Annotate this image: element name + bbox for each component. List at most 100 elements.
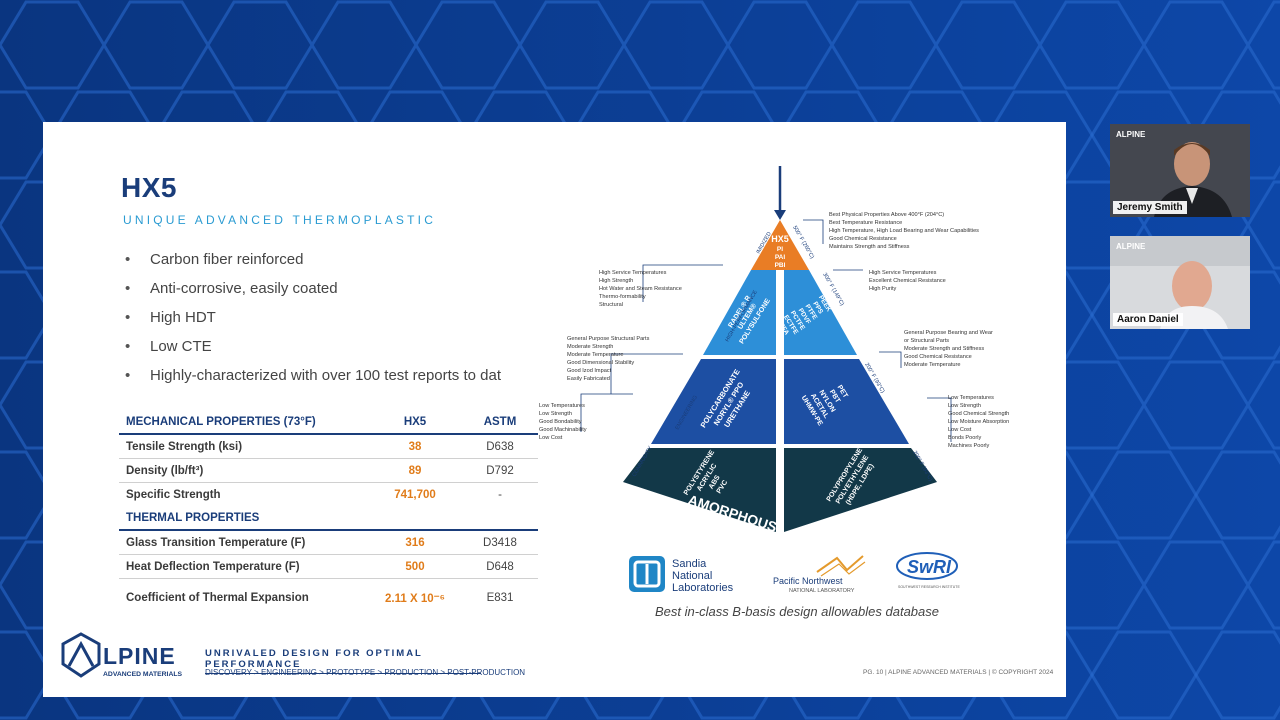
property-name: Coefficient of Thermal Expansion — [126, 592, 309, 604]
note-text: Low Temperatures — [948, 395, 994, 401]
property-value: 741,700 — [394, 488, 436, 501]
property-value: 316 — [368, 530, 462, 555]
top-label: HX5 — [771, 234, 789, 244]
property-name: Tensile Strength (ksi) — [119, 434, 368, 459]
top-material: PAI — [775, 254, 786, 261]
note-text: Low Temperatures — [539, 403, 585, 409]
slide-subtitle: UNIQUE ADVANCED THERMOPLASTIC — [123, 213, 437, 227]
note-text: Good Chemical Resistance — [904, 354, 972, 360]
astm-code: D638 — [462, 434, 538, 459]
pnnl-logo: Pacific Northwest NATIONAL LABORATORY — [773, 555, 866, 594]
svg-text:SwRI: SwRI — [907, 557, 952, 577]
participant-logo: ALPINE — [1116, 130, 1146, 139]
top-material: PBI — [775, 262, 786, 269]
note-text: High Strength — [599, 278, 633, 284]
property-name: Specific Strength — [126, 488, 221, 501]
empty-cell — [368, 506, 462, 531]
astm-code: D792 — [462, 458, 538, 483]
svg-text:Laboratories: Laboratories — [672, 582, 734, 594]
arrow-head-icon — [774, 210, 786, 220]
logo-subtitle: ADVANCED MATERIALS — [103, 671, 183, 678]
tier-high-performance-left — [703, 270, 776, 355]
note-text: Good Izod Impact — [567, 368, 612, 374]
note-text: Excellent Chemical Resistance — [869, 278, 946, 284]
tier-engineering-right — [784, 359, 909, 444]
bullet-item: •Anti-corrosive, easily coated — [125, 277, 501, 306]
presentation-slide: HX5 UNIQUE ADVANCED THERMOPLASTIC • Carbo… — [43, 122, 1066, 697]
table-row: Tensile Strength (ksi) 38 D638 — [119, 434, 538, 459]
svg-text:Pacific Northwest: Pacific Northwest — [773, 576, 843, 586]
bullet-dot-icon: • — [125, 309, 131, 326]
table-header-cell: HX5 — [368, 410, 462, 435]
slide-caption: Best in-class B-basis design allowables … — [655, 604, 939, 619]
bullet-text: Low CTE — [150, 338, 212, 355]
astm-code: E831 — [486, 592, 514, 604]
note-text: High Purity — [869, 286, 897, 292]
bullet-text: Highly-characterized with over 100 test … — [150, 367, 501, 384]
note-text: Good Machinability — [539, 427, 587, 433]
note-text: Moderate Strength — [567, 344, 613, 350]
property-name: Density (lb/ft³) — [119, 458, 368, 483]
note-text: Good Bondability — [539, 419, 582, 425]
note-text: Hot Water and Steam Resistance — [599, 286, 682, 292]
note-text: Good Chemical Strength — [948, 411, 1009, 417]
participant-video-tile[interactable]: ALPINE Aaron Daniel — [1110, 236, 1250, 329]
tier-commodity-right — [784, 448, 937, 532]
note-text: General Purpose Structural Parts — [567, 336, 650, 342]
tier-imidized — [751, 220, 809, 270]
crystalline-label: CRYSTALLINE — [683, 162, 780, 197]
svg-text:Sandia: Sandia — [672, 558, 707, 570]
table-header-cell: ASTM — [462, 410, 538, 435]
participant-name: Aaron Daniel — [1113, 313, 1183, 326]
note-text: Thermo-formability — [599, 294, 646, 300]
note-text: Machines Poorly — [948, 443, 990, 449]
astm-code: - — [498, 488, 502, 501]
sandia-logo: Sandia National Laboratories — [629, 556, 734, 594]
property-value: 2.11 X 10⁻⁶ — [385, 593, 445, 605]
table-header-row: MECHANICAL PROPERTIES (73°F) HX5 ASTM — [119, 410, 538, 435]
note-text: Bonds Poorly — [948, 435, 981, 441]
note-text: Good Dimensional Stability — [567, 360, 634, 366]
note-text: High Service Temperatures — [599, 270, 667, 276]
bullet-item: •Low CTE — [125, 335, 501, 364]
bullet-dot-icon: • — [125, 280, 131, 297]
property-value: 38 — [368, 434, 462, 459]
tagline: UNRIVALED DESIGN FOR OPTIMAL PERFORMANCE — [205, 648, 481, 674]
tier-commodity-left — [623, 448, 776, 532]
slide-title: HX5 — [121, 172, 177, 203]
bullet-dot-icon: • — [125, 251, 131, 268]
bullet-text: Carbon fiber reinforced — [150, 251, 304, 268]
section-heading: THERMAL PROPERTIES — [119, 506, 368, 531]
svg-text:NATIONAL LABORATORY: NATIONAL LABORATORY — [789, 588, 855, 594]
astm-code: D3418 — [462, 530, 538, 555]
partner-logos: Sandia National Laboratories Pacific Nor… — [629, 552, 960, 594]
logo-brand: LPINE — [103, 643, 176, 669]
note-text: Good Chemical Resistance — [829, 236, 897, 242]
bullet-text: High HDT — [150, 309, 216, 326]
plastics-pyramid-diagram: HX5 PI PAI PBI RADEL® R ULTEM® POLYSULFO… — [539, 162, 1009, 535]
participant-logo: ALPINE — [1116, 242, 1146, 251]
property-value: 89 — [368, 458, 462, 483]
astm-code: D648 — [462, 554, 538, 579]
bullet-item: •Highly-characterized with over 100 test… — [125, 364, 501, 393]
table-row: Density (lb/ft³) 89 D792 — [119, 458, 538, 483]
table-section-row: THERMAL PROPERTIES — [119, 506, 538, 531]
alpine-logo: LPINE ADVANCED MATERIALS — [61, 632, 183, 678]
properties-table: MECHANICAL PROPERTIES (73°F) HX5 ASTM Te… — [119, 410, 538, 617]
property-name: Glass Transition Temperature (F) — [119, 530, 368, 555]
note-text: High Service Temperatures — [869, 270, 937, 276]
participant-video-tile[interactable]: ALPINE Jeremy Smith — [1110, 124, 1250, 217]
bullet-item: • High HDT — [125, 306, 501, 335]
note-text: Low Cost — [948, 427, 972, 433]
table-row: Coefficient of Thermal Expansion 2.11 X … — [119, 579, 538, 618]
tier-high-performance-right — [784, 270, 857, 355]
table-row: Glass Transition Temperature (F) 316 D34… — [119, 530, 538, 555]
swri-logo: SwRI SOUTHWEST RESEARCH INSTITUTE — [896, 552, 960, 589]
process-steps: DISCOVERY > ENGINEERING > PROTOTYPE > PR… — [205, 668, 526, 677]
bullet-item: • Carbon fiber reinforced — [125, 248, 501, 277]
svg-text:National: National — [672, 570, 712, 582]
note-text: Low Moisture Absorption — [948, 419, 1009, 425]
participant-name: Jeremy Smith — [1113, 201, 1187, 214]
table-header-cell: MECHANICAL PROPERTIES (73°F) — [119, 410, 368, 435]
note-text: High Temperature, High Load Bearing and … — [829, 228, 979, 234]
